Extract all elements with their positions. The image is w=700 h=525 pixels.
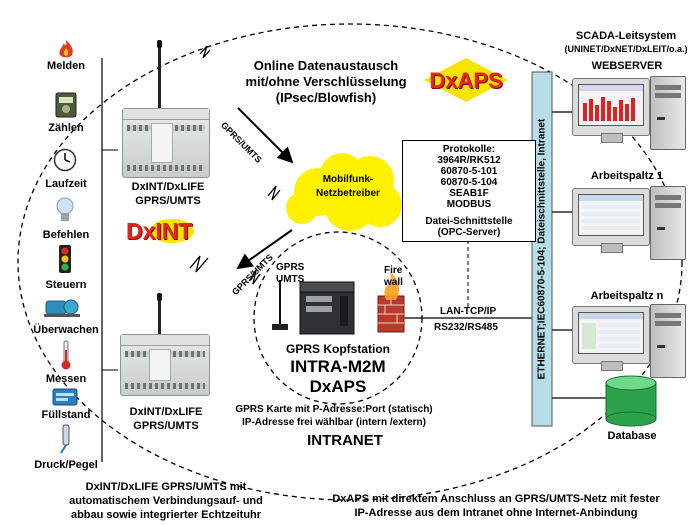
station-gprs: GPRS: [276, 262, 305, 273]
scada-database: Database: [607, 430, 657, 442]
fire-icon: [58, 40, 74, 58]
station-name-1: INTRA-M2M: [290, 357, 386, 376]
footer-left-1: DxINT/DxLIFE GPRS/UMTS mit: [85, 481, 247, 493]
intranet-boundary: [17, 23, 683, 501]
connection-serial: RS232/RS485: [434, 322, 498, 333]
webserver-tower: [650, 76, 686, 150]
lightbulb-icon: [55, 196, 75, 224]
sim-note-1: GPRS Karte mit P-Adresse:Port (statisch): [235, 404, 433, 415]
protocol-item-2: 60870-5-101: [440, 166, 498, 177]
mobile-cloud-shape: [286, 153, 402, 231]
dxaps-logo: [424, 58, 508, 102]
device-top-label-2: GPRS/UMTS: [135, 195, 201, 207]
protocol-interface-2: (OPC-Server): [437, 227, 501, 238]
station-server: [299, 281, 355, 335]
protocol-item-1: 3964R/RK512: [437, 155, 501, 166]
dxaps-logo-text: DxAPS: [429, 68, 503, 93]
scada-workstation-n: Arbeitspaltz n: [590, 290, 664, 302]
scada-title: SCADA-Leitsystem: [575, 30, 677, 42]
label-melden: Melden: [47, 60, 85, 72]
station-kopf: GPRS Kopfstation: [286, 342, 390, 356]
pump-icon: [44, 296, 80, 318]
footer-left-2: automatischem Verbindungsauf- und: [69, 495, 263, 507]
protocol-interface-1: Datei-Schnittstelle: [425, 216, 513, 227]
firewall-bricks: [377, 272, 405, 333]
device-bottom-antenna: [158, 300, 161, 338]
ethernet-bus: [531, 71, 553, 427]
top-text-2: mit/ohne Verschlüsselung: [245, 74, 407, 89]
workstation-1-monitor: [572, 188, 650, 253]
footer-right-1: DxAPS mit direktem Anschluss an GPRS/UMT…: [332, 493, 660, 505]
meter-icon: [55, 92, 77, 118]
workstation-n-monitor: [572, 306, 650, 371]
device-bottom-label-2: GPRS/UMTS: [133, 420, 199, 432]
scada-webserver: WEBSERVER: [591, 60, 663, 72]
top-text-1: Online Datenaustausch: [253, 58, 399, 73]
level-gauge-icon: [52, 388, 78, 406]
arrow-lower: [236, 229, 293, 270]
scada-subtitle: (UNINET/DxNET/DxLEIT/o.a.): [564, 44, 688, 54]
device-top-antenna-tip: [157, 40, 162, 48]
device-bottom-label-1: DxINT/DxLIFE: [129, 406, 203, 418]
device-top-label-1: DxINT/DxLIFE: [131, 181, 205, 193]
dxint-logo-text: DxINT: [126, 218, 193, 244]
workstation-n-tower: [650, 304, 686, 378]
footer-left-3: abbau sowie integrierter Echtzeituhr: [70, 509, 262, 521]
protocol-item-4: SEAB1F: [449, 188, 489, 199]
label-laufzeit: Laufzeit: [45, 178, 87, 190]
device-bottom-antenna-tip: [157, 293, 162, 301]
dxint-logo: [124, 218, 200, 246]
traffic-light-icon: [58, 244, 72, 274]
protocol-item-5: MODBUS: [446, 199, 492, 210]
label-ueberwachen: Überwachen: [33, 324, 99, 336]
bus-label: ETHERNET;IEC60870-5-104; Dateischnittste…: [536, 118, 548, 380]
sim-note-2: IP-Adresse frei wählbar (intern /extern): [242, 417, 426, 428]
thermometer-icon: [60, 340, 72, 370]
label-messen: Messen: [45, 373, 87, 385]
footer-right-2: IP-Adresse aus dem Intranet ohne Interne…: [354, 507, 638, 519]
label-zaehlen: Zählen: [48, 122, 84, 134]
cloud-label-2: Netzbetreiber: [316, 188, 380, 199]
arrow-upper: [237, 107, 294, 164]
webserver-monitor: [572, 78, 650, 143]
top-text-3: (IPsec/Blowfish): [275, 90, 377, 105]
label-befehlen: Befehlen: [42, 229, 90, 241]
cloud-label-1: Mobilfunk-: [322, 174, 374, 185]
station-umts: UMTS: [276, 274, 305, 285]
workstation-1-tower: [650, 186, 686, 260]
protocol-box: Protokolle: 3964R/RK512 60870-5-101 6087…: [402, 140, 536, 242]
device-top-module: [122, 108, 210, 178]
pressure-sensor-icon: [58, 424, 74, 454]
station-name-2: DxAPS: [309, 377, 367, 396]
label-druck-pegel: Druck/Pegel: [34, 459, 98, 471]
device-bottom-module: [120, 334, 210, 396]
intranet-label: INTRANET: [307, 432, 383, 449]
scada-workstation-1: Arbeitspaltz 1: [590, 170, 664, 182]
device-top-antenna: [158, 44, 161, 110]
label-steuern: Steuern: [45, 279, 87, 291]
connection-lan: LAN-TCP/IP: [440, 306, 497, 317]
database-cylinder: [605, 375, 657, 427]
clock-icon: [53, 148, 77, 172]
webserver-screen-bars: [579, 85, 643, 121]
station-firewall-1: Fire: [384, 265, 403, 276]
protocol-title: Protokolle:: [442, 144, 496, 155]
station-firewall-2: wall: [384, 277, 403, 288]
label-fuellstand: Füllstand: [41, 409, 91, 421]
protocol-item-3: 60870-5-104: [440, 177, 498, 188]
